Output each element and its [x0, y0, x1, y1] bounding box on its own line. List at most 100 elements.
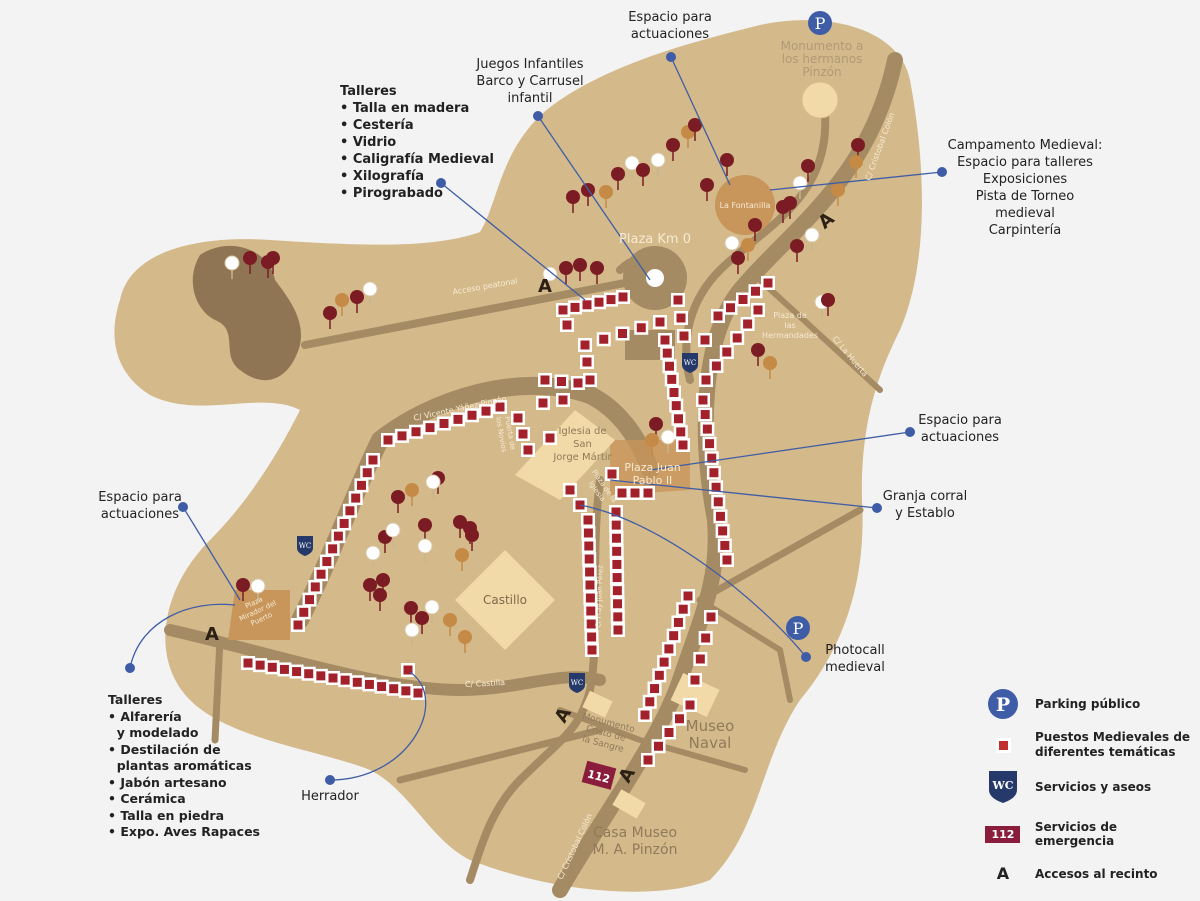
stall-marker: [279, 664, 289, 674]
taller-item: • Caligrafía Medieval: [340, 152, 494, 167]
stall-marker: [573, 378, 583, 388]
access-icon: A: [996, 864, 1010, 883]
stall-marker: [586, 619, 596, 629]
tree-icon: [443, 613, 457, 627]
talleres-title: Talleres: [108, 692, 163, 707]
iglesia-label: Iglesia de San Jorge Mártir: [553, 426, 612, 463]
campamento-item: Exposiciones: [982, 172, 1068, 187]
stall-marker: [669, 631, 679, 641]
stall-marker: [701, 633, 711, 643]
wc-icon: WC: [989, 771, 1017, 803]
stall-marker: [613, 612, 623, 622]
parking-marker-bottom[interactable]: P: [786, 616, 810, 640]
stall-marker: [675, 714, 684, 724]
plaza-mirador: [228, 590, 290, 640]
stall-marker: [617, 488, 627, 498]
stall-marker: [322, 557, 332, 567]
stall-marker: [293, 620, 303, 630]
callout-herrador: Herrador: [301, 789, 359, 804]
stall-marker: [580, 340, 590, 350]
access-icon: A: [538, 276, 552, 297]
legend-stalls: Puestos Medievales de diferentes temátic…: [985, 730, 1190, 760]
tree-icon: [224, 255, 240, 271]
stall-marker: [618, 292, 628, 302]
stall-marker: [685, 700, 695, 710]
stall-marker: [701, 375, 711, 385]
parking-marker-top[interactable]: P: [808, 11, 832, 35]
stall-marker: [613, 599, 623, 609]
stall-marker: [660, 335, 670, 345]
tree-icon: [376, 573, 390, 587]
stall-marker: [243, 658, 253, 668]
stall-marker: [513, 413, 523, 423]
callout-talleres-bottom: Talleres • Alfarería y modelado • Destil…: [108, 692, 260, 841]
emergency-marker[interactable]: 112: [581, 760, 617, 790]
casa-museo-label: Casa Museo M. A. Pinzón: [592, 825, 678, 858]
stall-marker: [481, 406, 491, 416]
tree-icon: [763, 356, 777, 370]
stall-marker: [582, 357, 592, 367]
stall-marker: [267, 662, 277, 672]
stall-marker: [585, 580, 595, 590]
stall-marker: [650, 684, 660, 694]
taller-item: y modelado: [108, 725, 199, 740]
stall-marker: [584, 554, 594, 564]
museo-naval-label: Museo Naval: [685, 717, 735, 752]
iglesia-building: [515, 410, 615, 500]
legend-label: Accesos al recinto: [1035, 866, 1158, 881]
tree-icon: [424, 599, 440, 615]
taller-item: • Cerámica: [108, 791, 186, 806]
stall-marker: [664, 728, 674, 737]
tree-icon: [748, 218, 762, 232]
casa-museo-building: [612, 789, 646, 819]
emergency-icon: 112: [985, 825, 1021, 843]
stall-marker: [676, 313, 686, 323]
tree-icon: [741, 238, 755, 252]
wc-icon[interactable]: WC: [569, 673, 585, 693]
tree-icon: [731, 251, 745, 265]
tree-icon: [425, 474, 441, 490]
tree-icon: [418, 518, 432, 532]
svg-text:112: 112: [586, 767, 612, 786]
tree-icon: [724, 235, 740, 251]
stall-marker: [665, 361, 674, 371]
stall-marker: [583, 515, 593, 525]
monumento-pinzon-label: Monumento a los hermanos Pinzón: [780, 39, 864, 79]
stall-marker: [659, 657, 669, 667]
callout-talleres-top: Talleres • Talla en madera • Cestería • …: [340, 83, 494, 202]
stall-marker: [700, 410, 710, 420]
tree-icon: [790, 239, 804, 253]
tree-icon: [611, 167, 625, 181]
stall-marker: [706, 612, 716, 622]
stall-marker: [523, 445, 533, 455]
tree-icon: [365, 545, 381, 561]
plaza-juan-pablo-label: Plaza Juan Pablo II: [624, 461, 681, 487]
stall-marker: [674, 414, 683, 424]
stall-marker: [630, 488, 640, 498]
tree-icon: [405, 483, 419, 497]
legend-parking: P Parking público: [985, 688, 1140, 720]
stall-marker: [255, 660, 265, 670]
stall-marker: [594, 297, 604, 307]
tree-icon: [362, 281, 378, 297]
stall-marker: [557, 377, 566, 386]
stall-marker: [582, 300, 592, 310]
taller-item: • Expo. Aves Rapaces: [108, 824, 260, 839]
wc-icon[interactable]: WC: [297, 536, 313, 556]
stall-marker: [538, 398, 548, 408]
stall-marker: [738, 295, 748, 304]
stall-marker: [709, 468, 719, 478]
campamento-item: Pista de Torneo medieval: [975, 189, 1075, 221]
wc-icon[interactable]: WC: [682, 353, 698, 373]
legend-label: Parking público: [1035, 697, 1141, 711]
talleres-title: Talleres: [340, 84, 397, 99]
taller-item: plantas aromáticas: [108, 758, 252, 773]
stall-marker: [352, 677, 362, 687]
stall-marker: [565, 485, 575, 495]
tree-icon: [250, 578, 266, 594]
stall-marker: [316, 671, 326, 681]
tree-icon: [700, 178, 714, 192]
stall-marker: [562, 320, 572, 330]
taller-item: • Pirograbado: [340, 186, 443, 201]
